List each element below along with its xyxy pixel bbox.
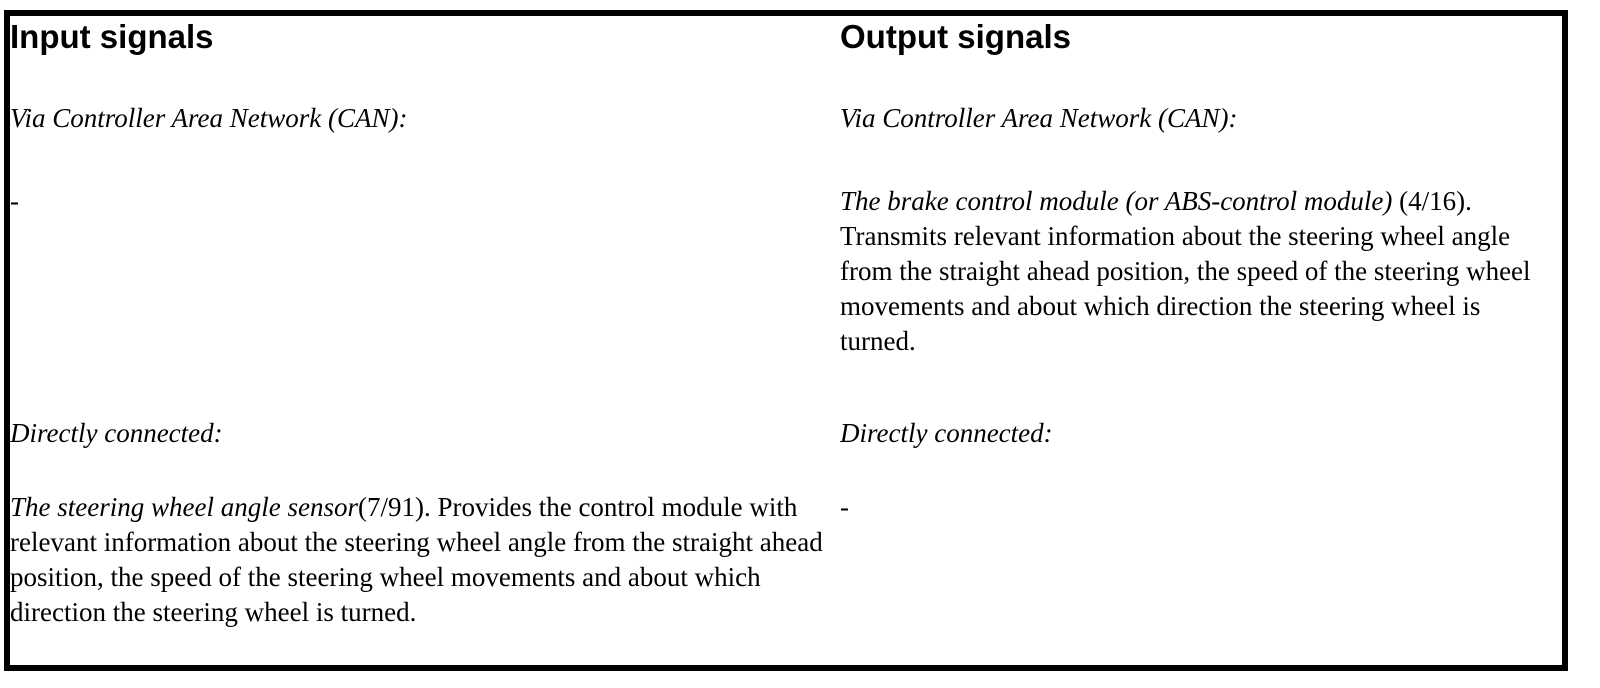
output-signals-header-label: Output signals (840, 18, 1071, 55)
steering-wheel-angle-sensor-rest: (7/91). Provides the control module with… (10, 492, 823, 627)
input-direct-label-cell: Directly connected: (10, 416, 840, 490)
input-direct-label: Directly connected: (10, 418, 223, 448)
brake-control-module-lead: The brake control module (or ABS-control… (840, 186, 1393, 216)
input-direct-value-cell: The steering wheel angle sensor(7/91). P… (10, 490, 840, 665)
output-can-value-cell: The brake control module (or ABS-control… (840, 184, 1562, 416)
input-can-label-cell: Via Controller Area Network (CAN): (10, 101, 840, 184)
signals-table-border: Input signals Output signals Via Control… (4, 10, 1568, 671)
input-can-value-cell: - (10, 184, 840, 416)
signals-table: Input signals Output signals Via Control… (10, 16, 1562, 665)
input-can-empty-dash: - (10, 186, 19, 216)
steering-wheel-angle-sensor-text: The steering wheel angle sensor(7/91). P… (10, 490, 840, 630)
output-direct-empty-dash: - (840, 492, 849, 522)
steering-wheel-angle-sensor-lead: The steering wheel angle sensor (10, 492, 358, 522)
output-direct-label-cell: Directly connected: (840, 416, 1562, 490)
brake-control-module-rest: (4/16). Transmits relevant information a… (840, 186, 1531, 356)
output-direct-value-cell: - (840, 490, 1562, 665)
output-can-label-cell: Via Controller Area Network (CAN): (840, 101, 1562, 184)
input-signals-header: Input signals (10, 16, 840, 101)
brake-control-module-text: The brake control module (or ABS-control… (840, 184, 1560, 359)
input-can-label: Via Controller Area Network (CAN): (10, 103, 408, 133)
output-can-label: Via Controller Area Network (CAN): (840, 103, 1238, 133)
input-signals-header-label: Input signals (10, 18, 214, 55)
output-direct-label: Directly connected: (840, 418, 1053, 448)
output-signals-header: Output signals (840, 16, 1562, 101)
